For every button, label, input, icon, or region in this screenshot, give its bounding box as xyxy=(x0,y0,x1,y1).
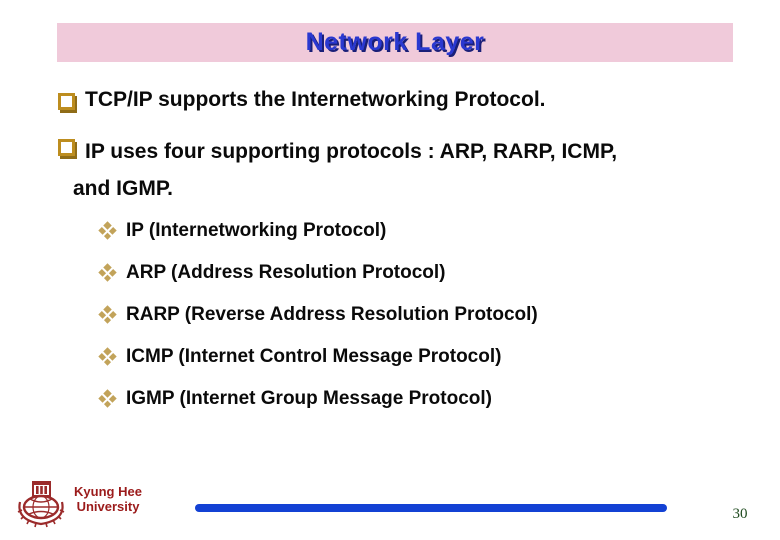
slide-title: Network Layer xyxy=(305,28,485,56)
sub-bullet-item: IGMP (Internet Group Message Protocol) xyxy=(98,387,740,411)
sub-bullet-list: IP (Internetworking Protocol) ARP (Addre… xyxy=(98,219,740,429)
sub-bullet-text: RARP (Reverse Address Resolution Protoco… xyxy=(126,304,538,325)
square-bullet-icon xyxy=(58,139,75,156)
bullet-text: TCP/IP supports the Internetworking Prot… xyxy=(85,88,546,111)
divider-line xyxy=(195,504,667,512)
university-crest-icon xyxy=(17,481,65,528)
sub-bullet-text: ARP (Address Resolution Protocol) xyxy=(126,262,446,283)
diamond-bullet-icon xyxy=(98,389,117,408)
bullet-text: IP uses four supporting protocols : ARP,… xyxy=(73,140,618,200)
sub-bullet-item: ICMP (Internet Control Message Protocol) xyxy=(98,345,740,369)
institution-line2: University xyxy=(76,499,140,514)
bullet-item: IP uses four supporting protocols : ARP,… xyxy=(58,133,763,207)
diamond-bullet-icon xyxy=(98,305,117,324)
bullet-item: TCP/IP supports the Internetworking Prot… xyxy=(58,87,763,113)
sub-bullet-item: RARP (Reverse Address Resolution Protoco… xyxy=(98,303,740,327)
institution-line1: Kyung Hee xyxy=(74,484,142,499)
page-number: 30 xyxy=(732,506,748,522)
sub-bullet-text: IGMP (Internet Group Message Protocol) xyxy=(126,388,492,409)
institution-name: Kyung Hee University xyxy=(50,484,166,514)
sub-bullet-item: IP (Internetworking Protocol) xyxy=(98,219,740,243)
diamond-bullet-icon xyxy=(98,221,117,240)
sub-bullet-item: ARP (Address Resolution Protocol) xyxy=(98,261,740,285)
sub-bullet-text: ICMP (Internet Control Message Protocol) xyxy=(126,346,502,367)
square-bullet-icon xyxy=(58,93,75,110)
title-bar: Network Layer xyxy=(57,23,733,62)
diamond-bullet-icon xyxy=(98,263,117,282)
sub-bullet-text: IP (Internetworking Protocol) xyxy=(126,220,387,241)
diamond-bullet-icon xyxy=(98,347,117,366)
